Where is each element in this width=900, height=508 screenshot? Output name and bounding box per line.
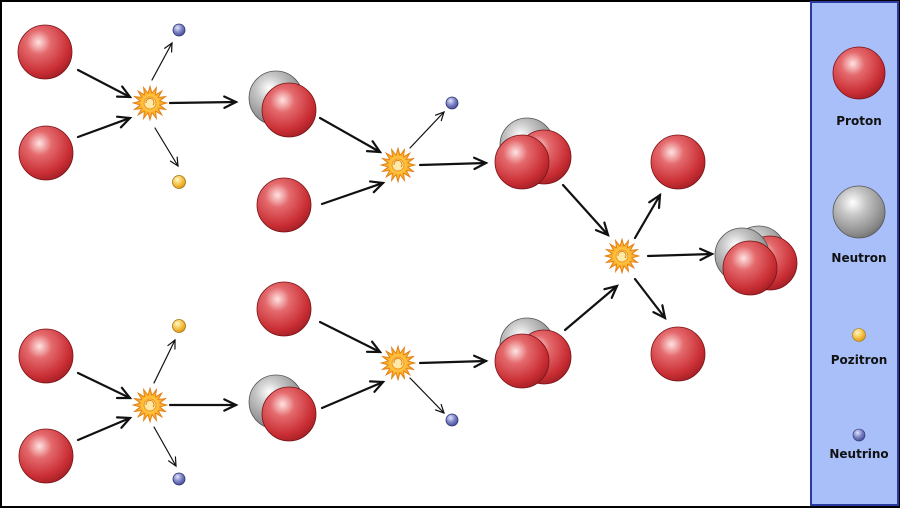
fusion-events-layer — [131, 84, 641, 424]
arrow — [153, 426, 177, 468]
fusion-event — [379, 344, 417, 382]
arrow — [151, 41, 173, 81]
proton — [261, 386, 317, 442]
legend-neutrino-icon — [852, 428, 866, 442]
legend-proton-icon — [832, 46, 886, 100]
neutrino — [445, 413, 459, 427]
legend-panel: Proton Neutron Pozitron Neutrino — [810, 1, 899, 506]
proton — [18, 428, 74, 484]
arrow — [409, 110, 445, 149]
legend-neutrino-label: Neutrino — [829, 447, 888, 461]
proton — [494, 134, 550, 190]
neutrino — [445, 96, 459, 110]
arrow — [418, 354, 489, 369]
proton — [256, 177, 312, 233]
arrow — [168, 95, 239, 109]
arrow — [318, 116, 383, 154]
arrow — [646, 247, 715, 262]
legend-neutron-icon — [832, 185, 886, 239]
arrow — [418, 156, 489, 171]
proton — [18, 125, 74, 181]
arrow — [561, 183, 610, 237]
arrow — [168, 398, 239, 412]
arrow — [76, 115, 133, 139]
arrow — [633, 277, 667, 321]
arrow — [76, 416, 133, 442]
arrow — [409, 377, 445, 414]
arrow — [76, 68, 133, 99]
particles-layer — [17, 23, 798, 486]
fusion-event — [603, 237, 641, 275]
fusion-event — [131, 386, 169, 424]
arrow — [320, 180, 386, 206]
proton — [18, 328, 74, 384]
arrow — [633, 192, 662, 240]
fusion-event — [131, 84, 169, 122]
proton — [722, 240, 778, 296]
arrow — [154, 127, 179, 168]
legend-positron-label: Pozitron — [831, 353, 888, 367]
proton — [261, 82, 317, 138]
proton — [17, 24, 73, 80]
arrow — [320, 380, 386, 410]
arrow — [76, 371, 133, 400]
proton — [494, 333, 550, 389]
neutrino — [172, 472, 186, 486]
legend-proton-label: Proton — [836, 114, 881, 128]
arrow — [153, 338, 176, 384]
arrow — [318, 320, 383, 354]
legend-neutron-label: Neutron — [831, 251, 886, 265]
neutrino — [172, 23, 186, 37]
positron — [172, 319, 186, 333]
arrow — [563, 284, 619, 332]
proton — [650, 134, 706, 190]
proton — [256, 281, 312, 337]
positron — [172, 175, 186, 189]
legend-positron-icon — [852, 328, 866, 342]
fusion-event — [379, 146, 417, 184]
arrows-layer — [76, 41, 715, 468]
proton — [650, 326, 706, 382]
